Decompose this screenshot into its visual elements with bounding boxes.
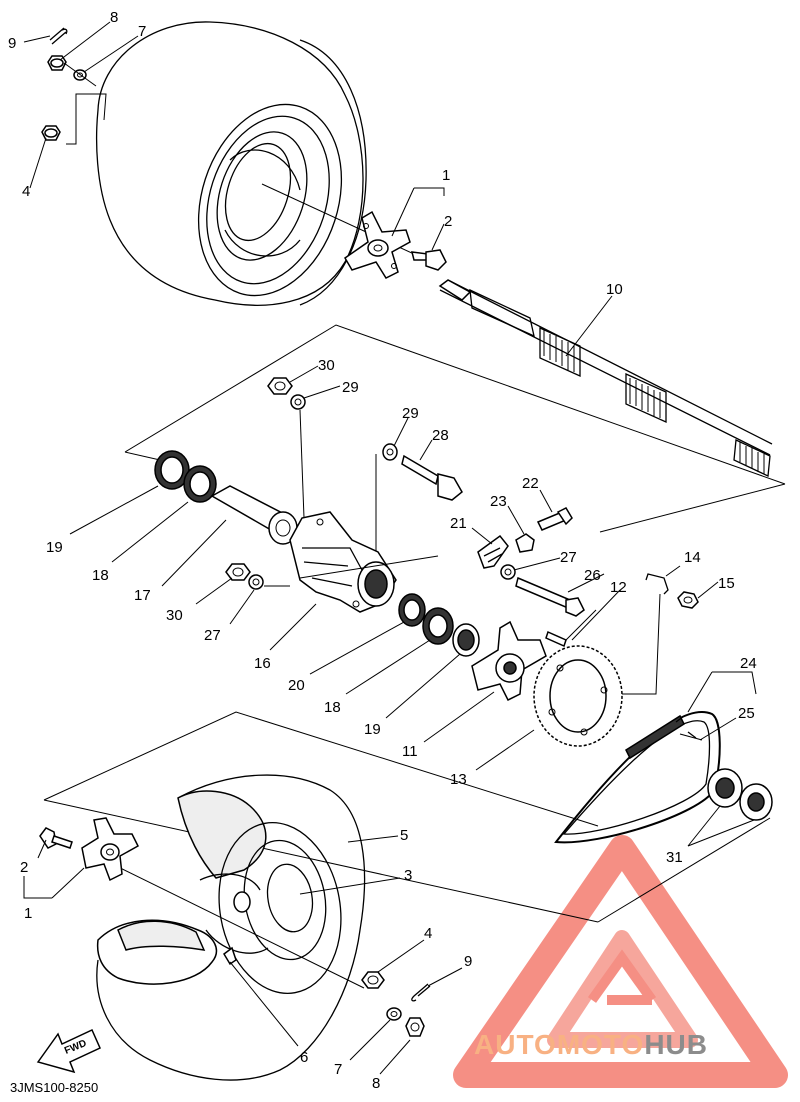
callout-26: 26 — [584, 567, 601, 584]
callout-29-top: 29 — [342, 379, 359, 396]
callout-15: 15 — [718, 575, 735, 592]
callout-18-left: 18 — [92, 567, 109, 584]
callout-numbers: 9 8 7 4 1 2 10 30 29 29 28 22 23 21 27 2… — [8, 9, 757, 1092]
callout-11: 11 — [402, 743, 418, 760]
callout-16: 16 — [254, 655, 271, 672]
automotohub-watermark-logo — [453, 835, 788, 1088]
callout-29-mid: 29 — [402, 405, 419, 422]
diagram-code: 3JMS100-8250 — [10, 1080, 98, 1095]
callout-28: 28 — [432, 427, 449, 444]
callout-3: 3 — [404, 867, 412, 884]
callout-7-bottom: 7 — [334, 1061, 342, 1078]
callout-18-right: 18 — [324, 699, 341, 716]
callout-4-bottom: 4 — [424, 925, 432, 942]
callout-22: 22 — [522, 475, 539, 492]
callout-27-right: 27 — [560, 549, 577, 566]
callout-6: 6 — [300, 1049, 308, 1066]
lower-hardware-stack — [361, 971, 431, 1037]
upper-wheel-hub — [344, 210, 447, 279]
middle-assembly-frame — [124, 324, 786, 533]
callout-12: 12 — [610, 579, 627, 596]
rear-axle-shaft — [438, 279, 773, 477]
callout-21: 21 — [450, 515, 467, 532]
callout-8-bottom: 8 — [372, 1075, 380, 1092]
callout-2-bottom: 2 — [20, 859, 28, 876]
callout-19-right: 19 — [364, 721, 381, 738]
callout-8-top: 8 — [110, 9, 118, 26]
middle-assembly-parts — [154, 377, 699, 747]
callout-1-bottom: 1 — [24, 905, 32, 922]
lower-rear-wheel — [95, 774, 366, 1081]
callout-14: 14 — [684, 549, 701, 566]
callout-5: 5 — [400, 827, 408, 844]
lower-wheel-hub — [39, 817, 139, 882]
callout-7-top: 7 — [138, 23, 146, 40]
watermark-brand-part1: AUTOMOTO — [474, 1029, 644, 1060]
upper-rear-wheel — [95, 21, 441, 306]
callout-25: 25 — [738, 705, 755, 722]
callout-9-top: 9 — [8, 35, 16, 52]
callout-13: 13 — [450, 771, 467, 788]
callout-10: 10 — [606, 281, 623, 298]
callout-24: 24 — [740, 655, 757, 672]
forward-direction-arrow: FWD — [36, 1028, 101, 1074]
callout-31: 31 — [666, 849, 683, 866]
lower-assembly-frame — [43, 711, 771, 923]
callout-19-left: 19 — [46, 539, 63, 556]
callout-leader-lines — [23, 21, 757, 1075]
callout-27-left: 27 — [204, 627, 221, 644]
svg-text:AUTOMOTOHUB: AUTOMOTOHUB — [474, 1029, 708, 1060]
automotohub-watermark-text: AUTOMOTOHUB — [474, 1029, 708, 1060]
upper-hardware-stack — [41, 27, 107, 145]
callout-4-top: 4 — [22, 183, 30, 200]
callout-30-top: 30 — [318, 357, 335, 374]
callout-20: 20 — [288, 677, 305, 694]
callout-9-bottom: 9 — [464, 953, 472, 970]
callout-23: 23 — [490, 493, 507, 510]
watermark-brand-part2: HUB — [644, 1029, 708, 1060]
drive-chain-and-bearings — [554, 711, 773, 844]
callout-30-bottom: 30 — [166, 607, 183, 624]
callout-2-top: 2 — [444, 213, 452, 230]
callout-1-top: 1 — [442, 167, 450, 184]
callout-17: 17 — [134, 587, 151, 604]
